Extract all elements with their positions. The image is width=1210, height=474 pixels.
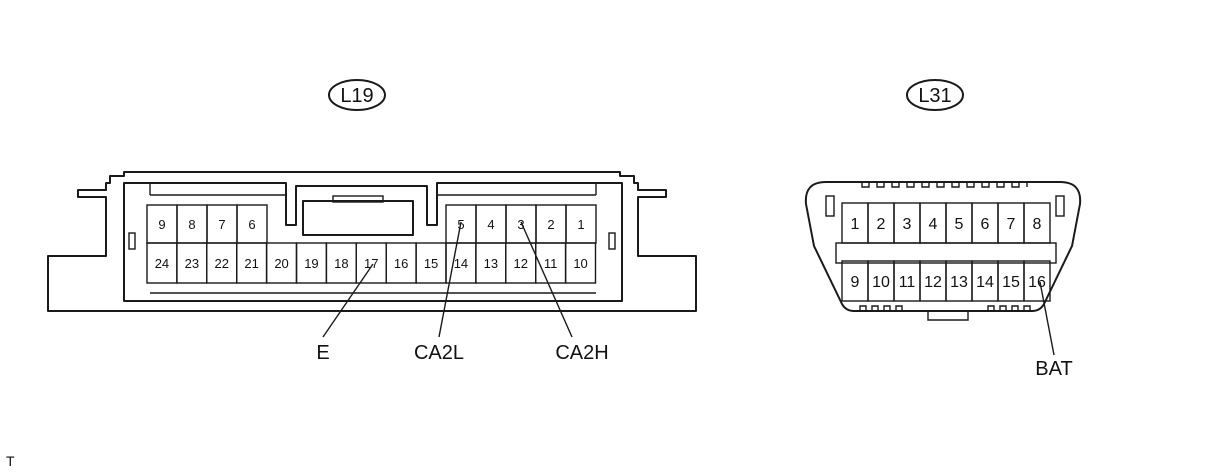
connector-l31-tag-oval bbox=[906, 79, 964, 111]
l19-pin-label: 20 bbox=[274, 256, 288, 271]
l19-pin-label: 23 bbox=[185, 256, 199, 271]
connector-l31-divider bbox=[835, 242, 1057, 264]
connector-l31-bottom-pin-row: 9 10 11 12 13 14 15 16 bbox=[841, 260, 1051, 302]
callout-ca2l: CA2L bbox=[414, 342, 464, 364]
connector-l19-flange bbox=[47, 171, 697, 312]
connector-l19-side-key-left bbox=[128, 232, 136, 250]
l19-pin-label: 4 bbox=[487, 217, 494, 232]
l19-pin-label: 11 bbox=[544, 256, 558, 271]
callout-line-bat bbox=[1039, 281, 1055, 356]
l31-pin-label: 7 bbox=[1007, 216, 1016, 233]
callout-line-ca2l bbox=[438, 221, 462, 338]
l31-pin-label: 14 bbox=[976, 274, 994, 291]
l19-pin-cell bbox=[564, 242, 597, 284]
callout-line-ca2h bbox=[520, 221, 573, 338]
callout-ca2h: CA2H bbox=[555, 342, 608, 364]
l31-pin-label: 5 bbox=[955, 216, 964, 233]
connector-l31-tag: L31 bbox=[918, 85, 951, 107]
connector-l19-housing bbox=[123, 182, 623, 302]
l19-pin-label: 3 bbox=[517, 217, 524, 232]
l19-pin-label: 15 bbox=[424, 256, 438, 271]
l19-pin-label: 8 bbox=[188, 217, 195, 232]
l19-pin-label: 7 bbox=[218, 217, 225, 232]
connector-l19-bottom-pin-row: 24 23 22 21 20 19 18 17 16 15 14 13 12 11 10 bbox=[146, 242, 597, 284]
connector-l31-top-ribs bbox=[861, 181, 1028, 188]
l19-pin-label: 17 bbox=[364, 256, 378, 271]
l31-pin-label: 10 bbox=[872, 274, 890, 291]
connector-l31-slot-right bbox=[1055, 195, 1065, 217]
l19-pin-label: 12 bbox=[514, 256, 528, 271]
connector-l31-body bbox=[804, 181, 1082, 312]
connector-l19-latch bbox=[302, 200, 414, 236]
l19-pin-label: 9 bbox=[158, 217, 165, 232]
connector-l19-side-key-right bbox=[608, 232, 616, 250]
callout-line-e bbox=[322, 263, 374, 338]
l19-pin-label: 1 bbox=[577, 217, 584, 232]
l19-pin-label: 24 bbox=[155, 256, 169, 271]
l19-pin-label: 10 bbox=[573, 256, 587, 271]
l19-pin-label: 2 bbox=[547, 217, 554, 232]
l31-pin-label: 4 bbox=[929, 216, 938, 233]
l19-pin-label: 18 bbox=[334, 256, 348, 271]
l19-pin-label: 16 bbox=[394, 256, 408, 271]
l19-pin-label: 13 bbox=[484, 256, 498, 271]
l31-pin-label: 13 bbox=[950, 274, 968, 291]
l31-pin-label: 8 bbox=[1033, 216, 1042, 233]
l19-pin-label: 21 bbox=[244, 256, 258, 271]
l19-pin-label: 6 bbox=[248, 217, 255, 232]
l31-pin-cell bbox=[1023, 202, 1051, 244]
connector-l31-slot-left bbox=[825, 195, 835, 217]
connector-l19-tag-oval bbox=[328, 79, 386, 111]
callout-bat: BAT bbox=[1035, 358, 1072, 380]
l31-pin-label: 1 bbox=[851, 216, 860, 233]
l19-pin-label: 14 bbox=[454, 256, 468, 271]
l31-pin-label: 6 bbox=[981, 216, 990, 233]
connector-l19-latch-tab bbox=[332, 195, 384, 203]
l31-pin-cell bbox=[1023, 260, 1051, 302]
l31-pin-label: 16 bbox=[1028, 274, 1046, 291]
l19-pin-label: 19 bbox=[304, 256, 318, 271]
l19-pin-label: 22 bbox=[215, 256, 229, 271]
corner-mark: T bbox=[6, 453, 15, 469]
l31-pin-label: 2 bbox=[877, 216, 886, 233]
connector-l31-bottom-ribs bbox=[859, 305, 1031, 321]
connector-l19-tag: L19 bbox=[340, 85, 373, 107]
l31-pin-label: 15 bbox=[1002, 274, 1020, 291]
callout-e: E bbox=[316, 342, 329, 364]
l31-pin-label: 9 bbox=[851, 274, 860, 291]
l31-pin-label: 12 bbox=[924, 274, 942, 291]
l31-pin-label: 3 bbox=[903, 216, 912, 233]
l31-pin-label: 11 bbox=[899, 274, 916, 291]
